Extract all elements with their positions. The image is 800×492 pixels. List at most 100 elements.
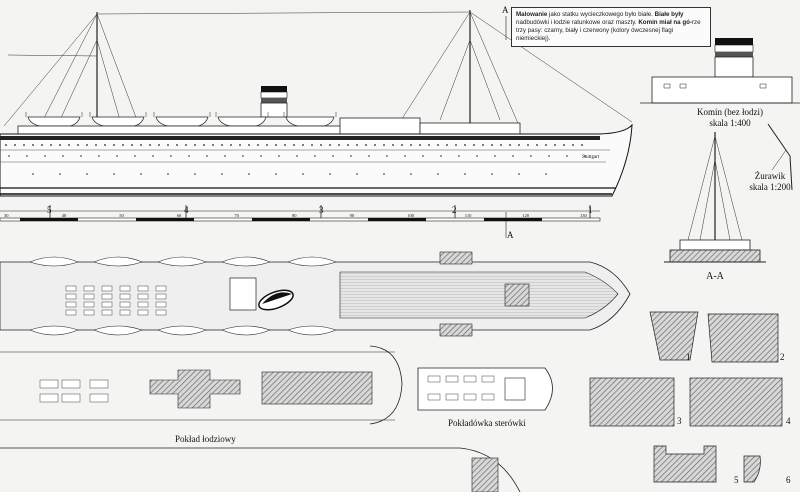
porthole <box>230 144 232 146</box>
section-marker-bottom: A <box>507 230 514 240</box>
porthole <box>410 144 412 146</box>
deck-table <box>101 301 113 308</box>
davit-caption: Żurawik <box>754 171 786 181</box>
porthole <box>266 144 268 146</box>
porthole <box>332 155 334 157</box>
porthole <box>32 144 34 146</box>
porthole <box>80 155 82 157</box>
porthole <box>356 173 358 175</box>
porthole <box>248 173 250 175</box>
deck-table <box>101 285 113 292</box>
porthole <box>221 173 223 175</box>
frame-number: 3 <box>319 205 324 215</box>
porthole <box>50 144 52 146</box>
porthole <box>62 155 64 157</box>
porthole <box>242 155 244 157</box>
scale-tick-label: 60 <box>176 213 182 218</box>
lifeboat-plan <box>29 256 79 267</box>
porthole <box>314 155 316 157</box>
rigging <box>3 11 633 129</box>
scale-tick-label: 30 <box>4 213 9 218</box>
deck-table <box>101 309 113 316</box>
wheelhouse-deck-plan <box>417 367 553 411</box>
porthole <box>260 155 262 157</box>
porthole <box>350 155 352 157</box>
deck-table <box>155 301 167 308</box>
funnel-black-band <box>261 86 287 92</box>
deck-table <box>65 285 77 292</box>
porthole <box>329 173 331 175</box>
funnel-red-band <box>261 98 287 103</box>
porthole <box>203 144 205 146</box>
deck-table <box>119 309 131 316</box>
porthole <box>116 155 118 157</box>
deck-table <box>155 309 167 316</box>
porthole <box>167 144 169 146</box>
deck-table <box>83 309 95 316</box>
porthole <box>248 144 250 146</box>
porthole <box>404 155 406 157</box>
porthole <box>14 144 16 146</box>
porthole <box>44 155 46 157</box>
porthole <box>152 155 154 157</box>
porthole <box>158 144 160 146</box>
funnel-caption: Komin (bez łodzi) <box>697 107 763 117</box>
lifeboat-plan <box>287 256 337 267</box>
scale-tick-label: 80 <box>292 213 297 218</box>
porthole <box>566 155 568 157</box>
porthole <box>563 144 565 146</box>
porthole <box>32 173 34 175</box>
porthole <box>113 173 115 175</box>
lifeboat-plan <box>93 256 143 267</box>
boat-deck-label: Pokład łodziowy <box>175 434 236 444</box>
porthole <box>104 144 106 146</box>
deck-table <box>155 285 167 292</box>
porthole <box>509 144 511 146</box>
porthole <box>68 144 70 146</box>
porthole <box>446 144 448 146</box>
deck-table <box>119 285 131 292</box>
scale-tick-label: 110 <box>464 213 472 218</box>
deck-table <box>137 285 149 292</box>
porthole <box>176 144 178 146</box>
porthole <box>113 144 115 146</box>
section-a-a-label: A-A <box>706 271 724 282</box>
lifeboat-plan <box>29 325 79 336</box>
porthole <box>86 173 88 175</box>
porthole <box>188 155 190 157</box>
porthole <box>185 144 187 146</box>
porthole <box>386 155 388 157</box>
porthole <box>482 144 484 146</box>
detail-number: 1 <box>686 352 691 362</box>
porthole <box>464 144 466 146</box>
porthole <box>311 144 313 146</box>
deck-table <box>119 293 131 300</box>
lifeboats-side <box>27 116 335 127</box>
deck-table <box>83 301 95 308</box>
lifeboat-plan <box>221 325 271 336</box>
detail-panel-3 <box>589 377 675 427</box>
detail-number: 3 <box>677 416 682 426</box>
detail-number: 4 <box>786 416 791 426</box>
scale-tick-label: 90 <box>349 213 355 218</box>
porthole <box>41 144 43 146</box>
porthole <box>338 144 340 146</box>
porthole <box>374 144 376 146</box>
lifeboat-plan <box>157 256 207 267</box>
porthole <box>545 144 547 146</box>
deck-table <box>137 293 149 300</box>
scale-block <box>368 218 426 221</box>
detail-panels <box>589 311 783 483</box>
frame-number: 4 <box>184 205 189 215</box>
lifeboat-plan <box>157 325 207 336</box>
deck-table <box>65 293 77 300</box>
porthole <box>518 144 520 146</box>
porthole <box>428 144 430 146</box>
scale-block <box>20 218 78 221</box>
porthole <box>500 144 502 146</box>
porthole <box>221 144 223 146</box>
porthole <box>347 144 349 146</box>
detail-number: 5 <box>734 475 739 485</box>
porthole <box>530 155 532 157</box>
lifeboat-plan <box>221 256 271 267</box>
